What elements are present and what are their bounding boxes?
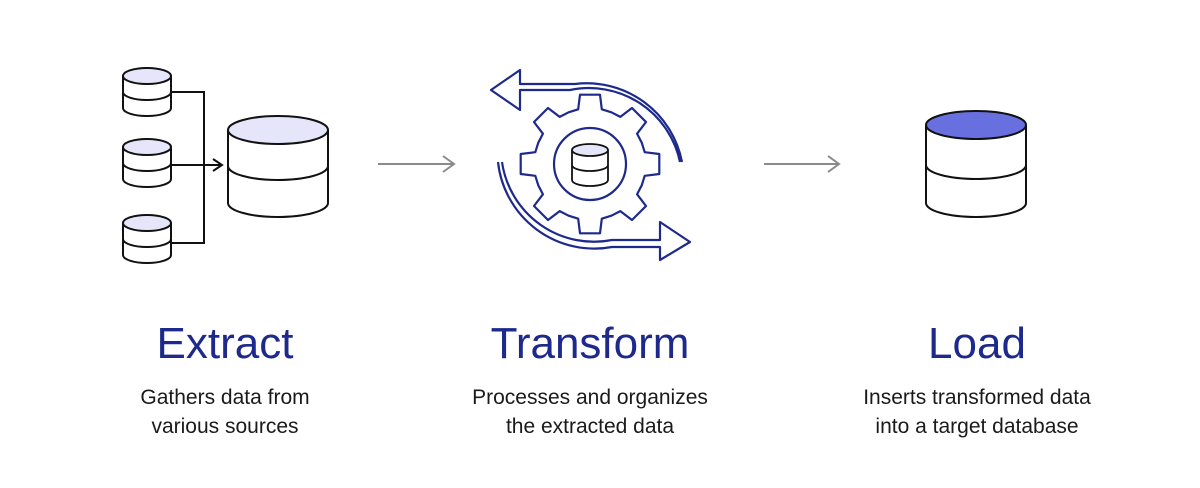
center-database-icon — [571, 143, 609, 187]
step-transform-desc-line-1: Processes and organizes — [472, 386, 708, 409]
diagram-graphics — [122, 67, 1027, 264]
source-connectors — [171, 91, 224, 244]
step-extract-desc-line-1: Gathers data from — [140, 386, 310, 409]
cycle-arrow-bottom-icon — [496, 161, 692, 262]
flow-arrow-1-icon — [378, 155, 456, 173]
target-database-icon — [925, 110, 1027, 218]
step-load-desc-line-2: into a target database — [875, 415, 1079, 438]
step-extract-description: Gathers data from various sources — [45, 383, 405, 441]
step-extract-desc-line-2: various sources — [151, 415, 299, 438]
cycle-arrow-top-icon — [489, 68, 684, 163]
step-load-desc-line-1: Inserts transformed data — [863, 386, 1091, 409]
step-load-title: Load — [928, 319, 1026, 368]
step-extract-title: Extract — [156, 319, 294, 368]
flow-arrow-2-icon — [764, 155, 841, 173]
extract-target-database-icon — [227, 115, 329, 218]
database-sources-icon — [122, 67, 329, 264]
source-database-3-icon — [122, 214, 172, 264]
step-transform-desc-line-2: the extracted data — [505, 415, 675, 438]
step-transform-description: Processes and organizes the extracted da… — [410, 383, 770, 441]
gear-cycle-icon — [489, 68, 692, 262]
source-database-2-icon — [122, 138, 172, 188]
source-database-1-icon — [122, 67, 172, 117]
step-transform-title: Transform — [490, 319, 690, 368]
step-load-description: Inserts transformed data into a target d… — [797, 383, 1157, 441]
